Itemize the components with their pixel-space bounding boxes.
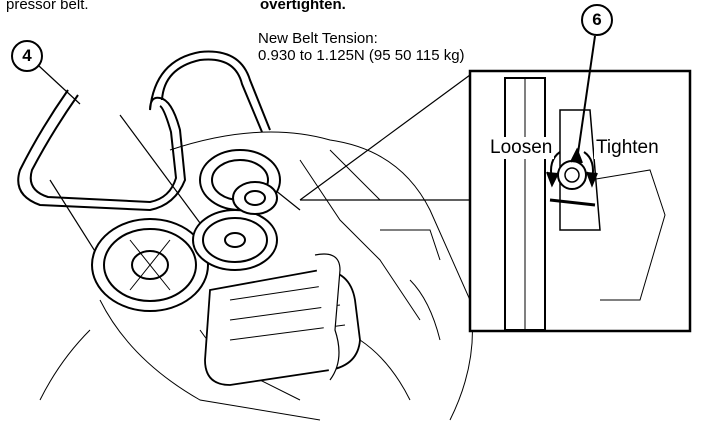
instruction-fragment: pressor belt. [6, 0, 89, 13]
adjust-arrows [546, 35, 598, 188]
crankshaft-pulley [91, 218, 209, 312]
callout-belt: 4 [11, 40, 43, 72]
warning-fragment: overtighten. [260, 0, 346, 13]
tension-value: 0.930 to 1.125N (95 50 115 kg) [258, 47, 465, 64]
inset-detail-frame [468, 69, 692, 333]
tension-heading: New Belt Tension: [258, 30, 378, 47]
tighten-label: Tighten [594, 137, 661, 159]
ac-compressor-belt [17, 50, 271, 212]
engine-block-sketch [39, 131, 473, 421]
ac-compressor [204, 253, 361, 386]
loosen-label: Loosen [488, 137, 555, 159]
belt-tension-spec: New Belt Tension: 0.930 to 1.125N (95 50… [258, 30, 465, 64]
callout-adjust-bolt: 6 [581, 4, 613, 36]
compressor-pulley [192, 209, 278, 271]
idler-pulley [199, 149, 281, 215]
